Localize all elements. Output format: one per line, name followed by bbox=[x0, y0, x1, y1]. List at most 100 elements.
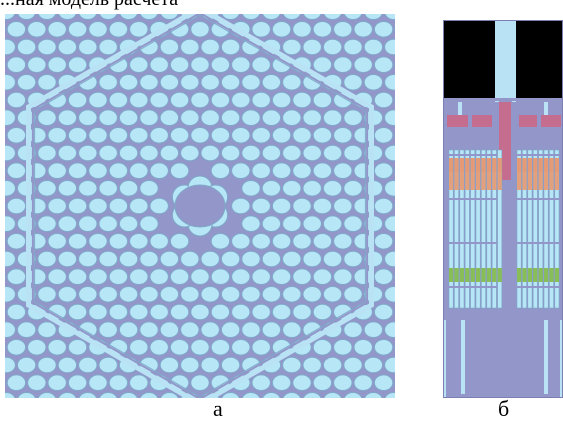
fuel-rod bbox=[271, 91, 292, 109]
fuel-rod bbox=[5, 180, 16, 197]
fuel-rod bbox=[231, 339, 251, 356]
fuel-rod bbox=[58, 14, 77, 20]
fuel-rod bbox=[210, 268, 231, 286]
fuel-rod bbox=[220, 109, 241, 126]
fuel-rod-green-zone bbox=[454, 268, 459, 282]
fuel-rod bbox=[271, 303, 292, 321]
fuel-rod bbox=[353, 56, 373, 74]
fuel-rod bbox=[343, 321, 363, 339]
fuel-rod bbox=[261, 250, 282, 268]
fuel-rod bbox=[333, 233, 353, 250]
outer-wall-right bbox=[560, 320, 563, 398]
fuel-rod bbox=[57, 215, 78, 232]
fuel-rod bbox=[159, 74, 180, 91]
fuel-rod bbox=[6, 91, 27, 109]
fuel-rod bbox=[241, 14, 261, 20]
fuel-rod bbox=[5, 356, 16, 374]
fuel-rod bbox=[67, 197, 88, 215]
fuel-rod bbox=[88, 197, 108, 215]
head-lower-edge bbox=[443, 98, 563, 101]
fuel-rod bbox=[67, 303, 88, 321]
fuel-rod bbox=[343, 38, 363, 56]
fuel-rod bbox=[180, 321, 200, 339]
fuel-rod bbox=[220, 250, 241, 268]
fuel-rod bbox=[67, 339, 88, 356]
fuel-rod bbox=[108, 197, 129, 215]
fuel-rod bbox=[67, 127, 88, 144]
fuel-rod-upper-zone bbox=[454, 158, 459, 172]
fuel-rod bbox=[67, 268, 88, 286]
fuel-rod bbox=[108, 162, 129, 179]
fuel-rod bbox=[160, 14, 179, 20]
fuel-rod-mid-zone bbox=[522, 172, 527, 190]
fuel-rod bbox=[210, 303, 231, 321]
fuel-rod bbox=[169, 56, 190, 74]
fuel-rod bbox=[220, 38, 241, 56]
fuel-rod bbox=[118, 215, 139, 232]
fuel-rod bbox=[98, 321, 118, 339]
fuel-rod bbox=[231, 233, 251, 250]
fuel-rod-mid-zone bbox=[476, 172, 481, 190]
fuel-rod bbox=[373, 127, 394, 144]
fuel-rod bbox=[333, 162, 353, 179]
fuel-rod-green-zone bbox=[527, 268, 532, 282]
fuel-rod-axial bbox=[554, 149, 560, 309]
fuel-rod-axial bbox=[538, 149, 544, 309]
fuel-rod bbox=[251, 56, 271, 74]
fuel-rod bbox=[210, 339, 231, 356]
fuel-rod-green-zone bbox=[497, 268, 502, 282]
fuel-rod bbox=[210, 91, 231, 109]
fuel-rod bbox=[363, 74, 384, 91]
fuel-rod bbox=[139, 286, 159, 303]
fuel-rod bbox=[169, 268, 190, 286]
fuel-rod-upper-zone bbox=[522, 158, 527, 172]
fuel-rod bbox=[37, 109, 57, 126]
fuel-rod bbox=[282, 144, 302, 162]
fuel-rod-upper-zone bbox=[492, 158, 497, 172]
fuel-rod bbox=[384, 14, 395, 20]
fuel-rod bbox=[6, 197, 27, 215]
fuel-rod bbox=[180, 356, 200, 374]
fuel-rod bbox=[47, 162, 67, 179]
fuel-rod bbox=[139, 250, 159, 268]
fuel-rod bbox=[353, 21, 373, 38]
fuel-rod bbox=[220, 74, 241, 91]
fuel-rod bbox=[129, 91, 149, 109]
fuel-rod bbox=[67, 91, 88, 109]
fuel-rod bbox=[6, 303, 27, 321]
fuel-rod bbox=[210, 233, 231, 250]
fuel-rod bbox=[57, 144, 78, 162]
fuel-rod bbox=[384, 321, 395, 338]
fuel-rod-axial bbox=[481, 149, 486, 309]
fuel-rod bbox=[302, 215, 322, 232]
fuel-rod bbox=[88, 268, 108, 286]
fuel-rod bbox=[6, 339, 27, 356]
fuel-rod bbox=[333, 268, 353, 286]
lower-support-right bbox=[544, 320, 548, 394]
fuel-rod bbox=[27, 374, 47, 392]
fuel-rod bbox=[98, 109, 118, 126]
spacer-grid-right bbox=[515, 154, 561, 156]
fuel-rod bbox=[251, 233, 271, 250]
fuel-rod bbox=[98, 250, 118, 268]
fuel-rod-upper-zone bbox=[538, 158, 543, 172]
fuel-rod bbox=[129, 56, 149, 74]
fuel-rod-axial bbox=[464, 149, 470, 309]
fuel-rod bbox=[159, 321, 180, 339]
fuel-rod bbox=[200, 356, 220, 374]
fuel-rod bbox=[149, 303, 169, 321]
fuel-rod bbox=[129, 268, 149, 286]
fuel-rod bbox=[118, 286, 139, 303]
fuel-rod bbox=[47, 56, 67, 74]
fuel-rod bbox=[231, 162, 251, 179]
fuel-rod bbox=[312, 91, 333, 109]
fuel-rod bbox=[47, 21, 67, 38]
fuel-rod bbox=[78, 356, 98, 374]
fuel-rod bbox=[5, 286, 16, 303]
fuel-rod bbox=[37, 180, 57, 197]
fuel-rod bbox=[108, 91, 129, 109]
fuel-rod-upper-zone bbox=[533, 158, 538, 172]
fuel-rod bbox=[129, 197, 149, 215]
fuel-rod bbox=[373, 162, 394, 179]
fuel-rod bbox=[88, 303, 108, 321]
